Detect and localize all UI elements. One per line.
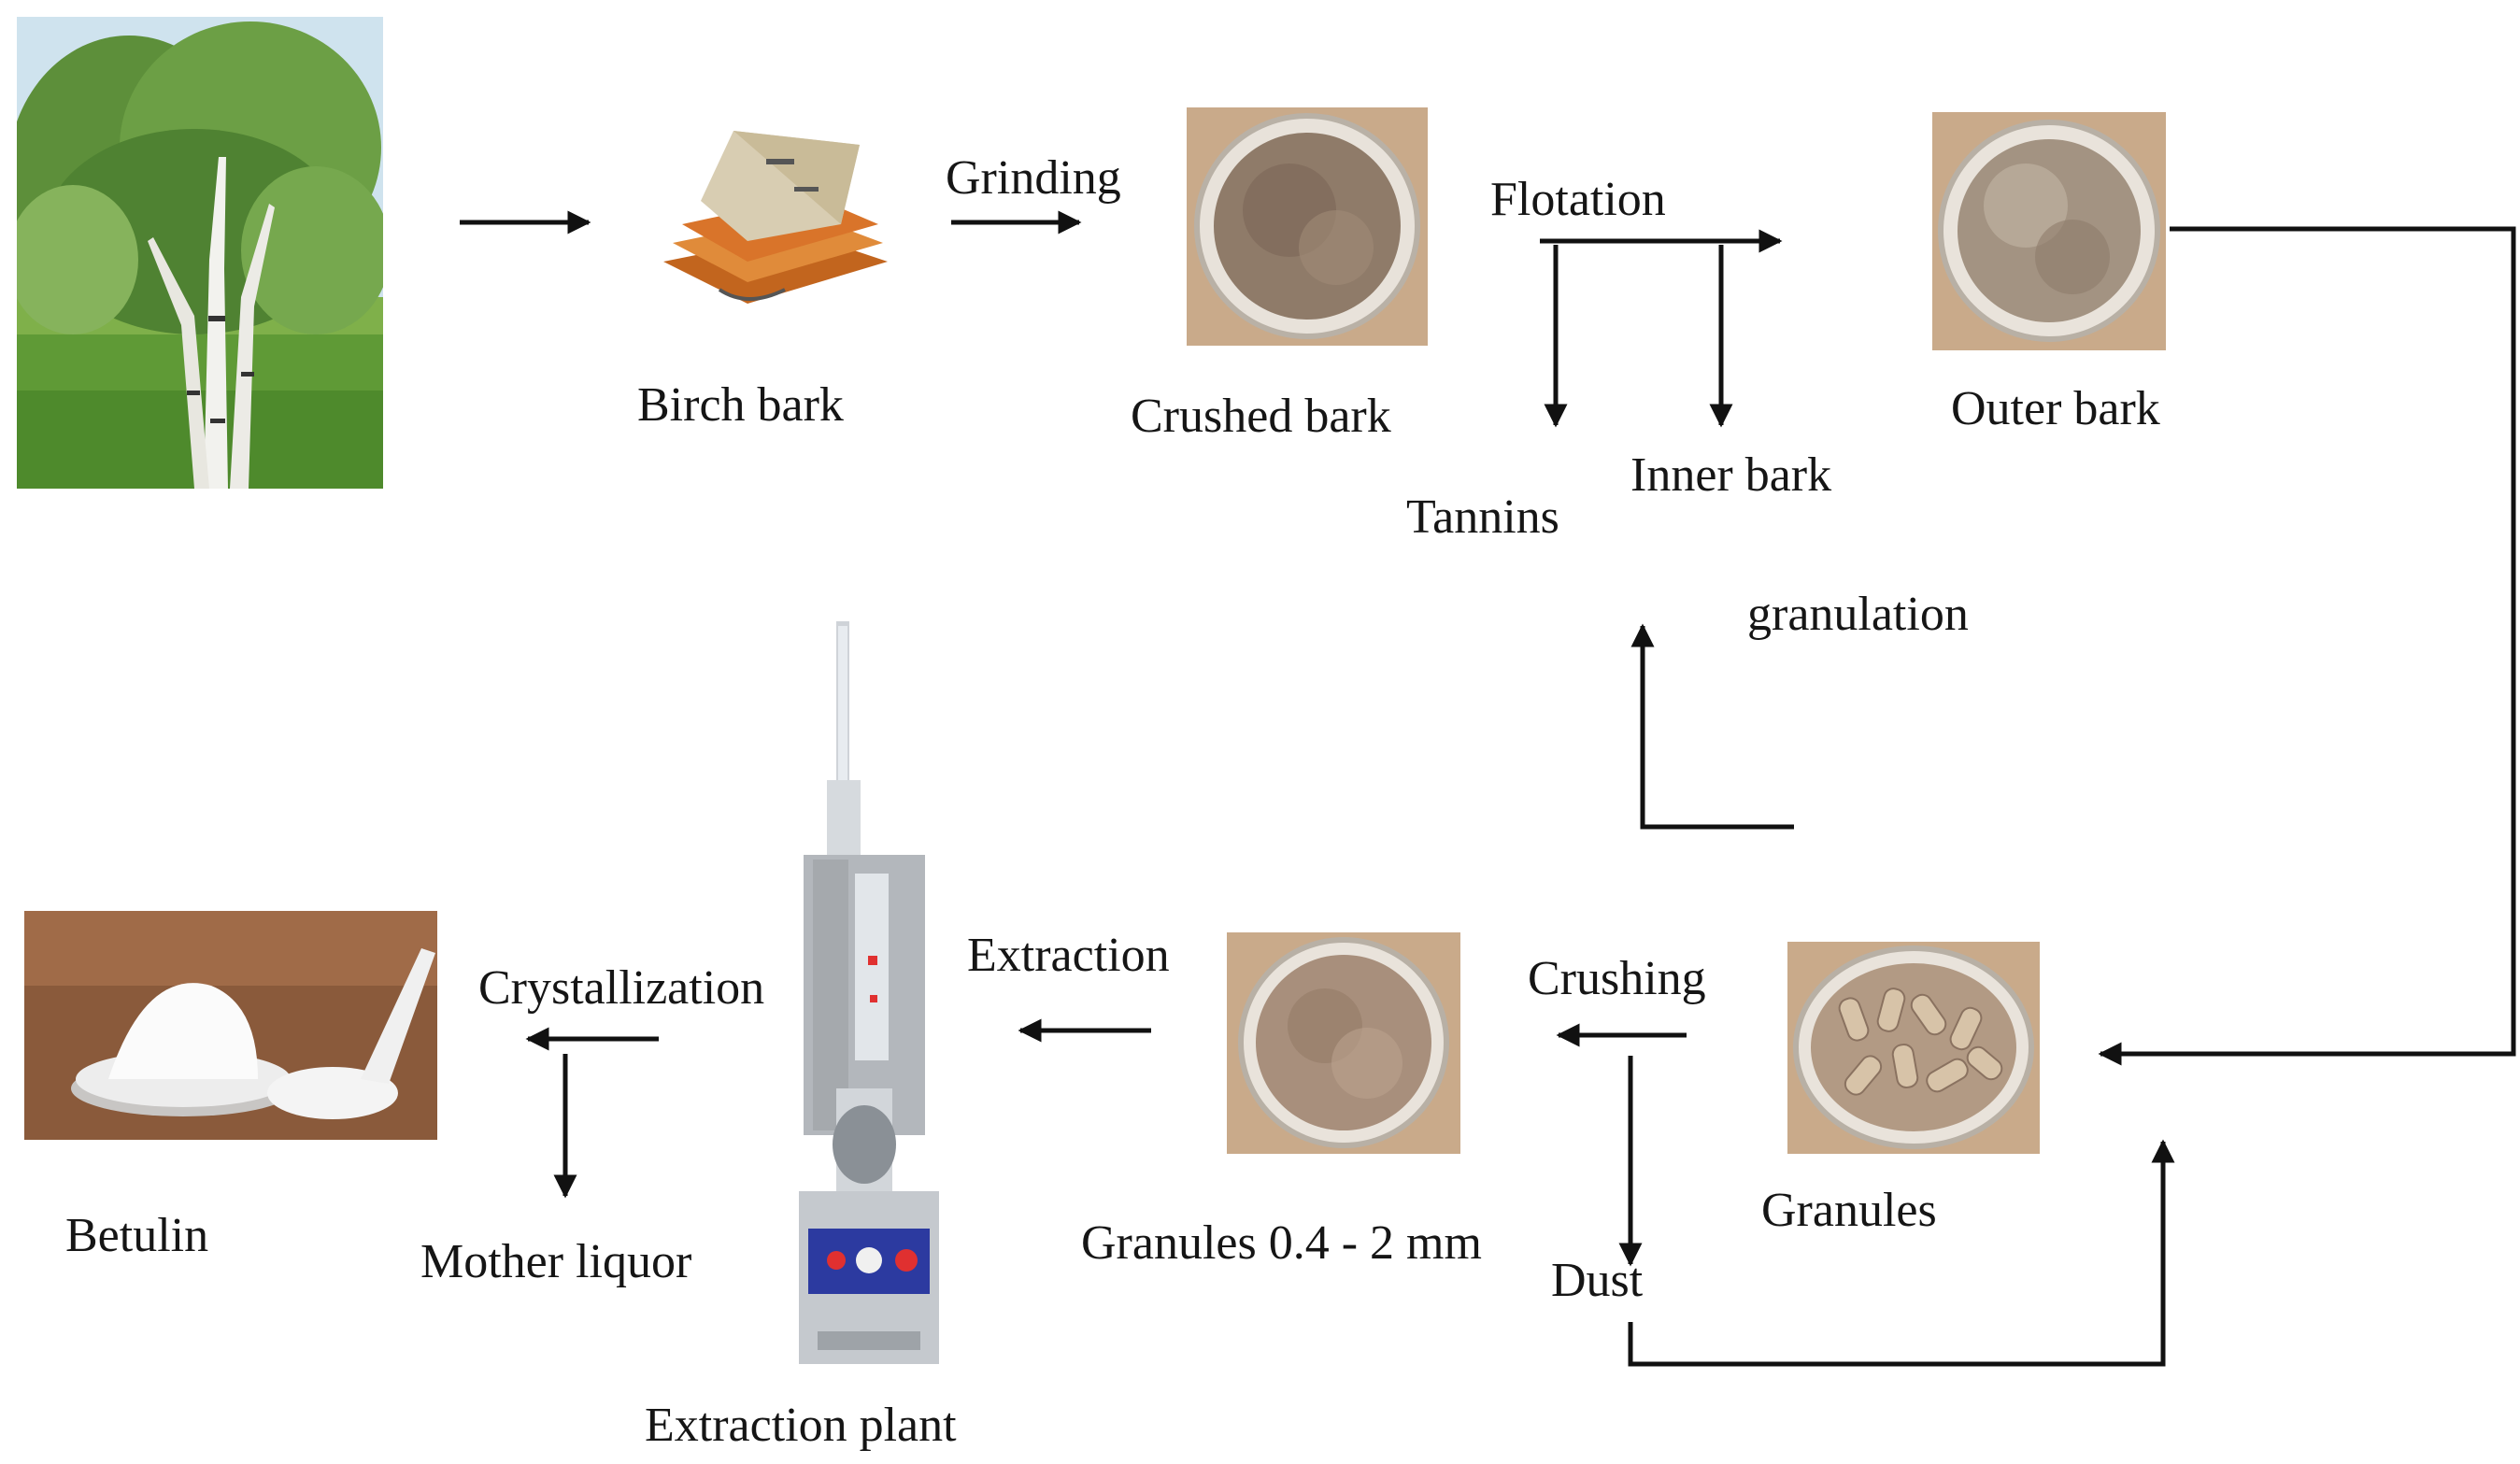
label-granulation: granulation (1747, 588, 1969, 641)
arrow-granulation (1630, 623, 1794, 830)
label-betulin: Betulin (65, 1209, 209, 1262)
label-grinding: Grinding (946, 151, 1121, 205)
label-birch-bark: Birch bark (637, 378, 844, 432)
label-tannins: Tannins (1406, 490, 1559, 544)
birch-tree-image (17, 17, 383, 489)
label-mother-liquor: Mother liquor (420, 1235, 692, 1288)
label-dust: Dust (1551, 1254, 1644, 1307)
label-extraction: Extraction (967, 929, 1170, 982)
birch-bark-image (663, 131, 888, 304)
connector-outer-bark-to-granules (2098, 226, 2516, 1066)
label-flotation: Flotation (1490, 173, 1666, 226)
outer-bark-image (1932, 112, 2166, 350)
extraction-plant-image (799, 621, 939, 1364)
label-inner-bark: Inner bark (1630, 448, 1832, 502)
label-granules-sized: Granules 0.4 - 2 mm (1081, 1216, 1482, 1270)
granules-image (1787, 942, 2040, 1154)
label-crushing: Crushing (1528, 952, 1706, 1005)
label-crushed-bark: Crushed bark (1131, 390, 1391, 443)
label-outer-bark: Outer bark (1951, 382, 2160, 435)
connector-dust-to-granules (1628, 1139, 2175, 1367)
sized-granules-image (1227, 932, 1460, 1154)
crushed-bark-image (1187, 107, 1428, 346)
label-granules: Granules (1761, 1184, 1937, 1237)
label-extraction-plant: Extraction plant (645, 1399, 957, 1452)
betulin-image (24, 911, 437, 1140)
label-crystallization: Crystallization (478, 961, 765, 1015)
